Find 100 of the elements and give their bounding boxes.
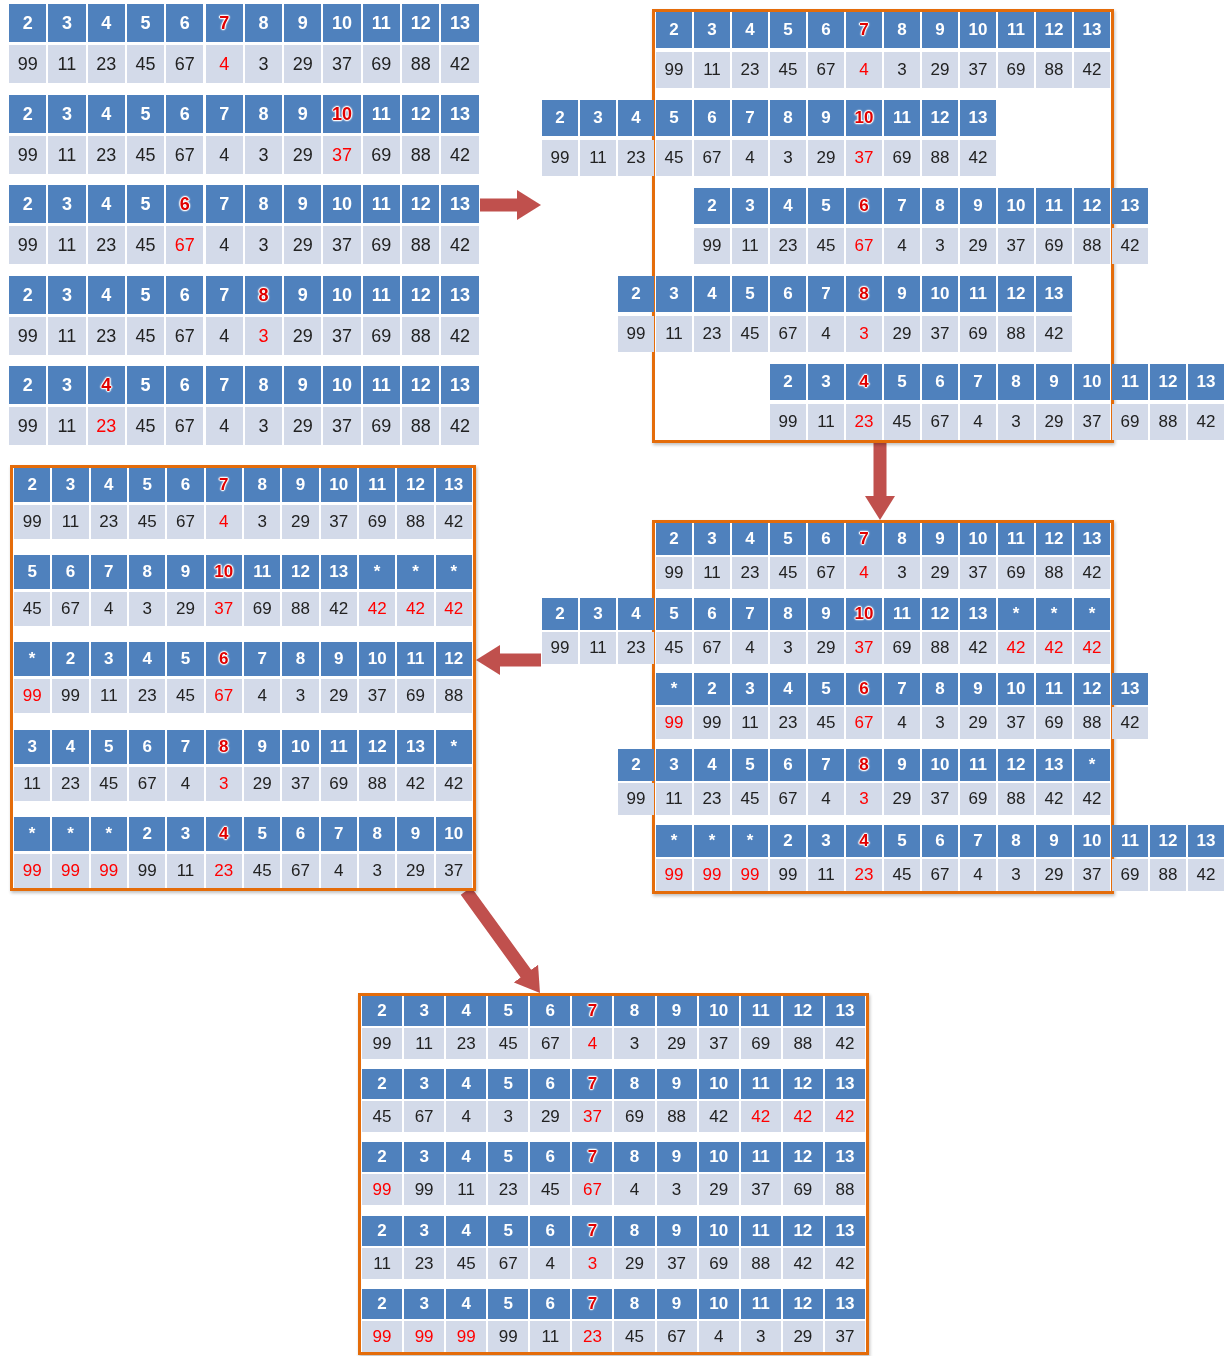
table-header-cell: 13 bbox=[1112, 673, 1148, 705]
table-value-cell: 99 bbox=[14, 505, 51, 539]
table-header-cell: 8 bbox=[358, 817, 396, 851]
table-value-cell: 69 bbox=[884, 632, 920, 664]
table-header-cell: * bbox=[1074, 598, 1110, 630]
table-value-cell: 88 bbox=[358, 767, 396, 801]
table-value-cell: 23 bbox=[732, 557, 768, 589]
table-value-cell: 3 bbox=[846, 316, 882, 352]
table-value-cell: 99 bbox=[656, 859, 692, 891]
table-value-cell: 69 bbox=[362, 226, 400, 264]
table-value-cell: 37 bbox=[740, 1174, 781, 1205]
table-header-cell: 8 bbox=[614, 1216, 655, 1246]
table-value-cell: 23 bbox=[446, 1028, 487, 1059]
table-header-cell: 7 bbox=[572, 1289, 613, 1319]
table-header-cell: 10 bbox=[922, 749, 958, 781]
table-header-cell: 3 bbox=[48, 4, 86, 42]
table-value-cell: 11 bbox=[48, 407, 86, 445]
table-value-cell: 3 bbox=[205, 767, 242, 801]
table-header-cell: 11 bbox=[362, 4, 400, 42]
table-header-cell: 12 bbox=[397, 468, 434, 502]
table-header-cell: 2 bbox=[694, 188, 730, 224]
table-header-cell: 2 bbox=[14, 468, 51, 502]
table-header-cell: 8 bbox=[244, 95, 283, 133]
table-header-cell: 2 bbox=[9, 95, 47, 133]
table-header-cell: 11 bbox=[960, 276, 996, 312]
table-value-cell: 69 bbox=[782, 1174, 823, 1205]
table-header-cell: 12 bbox=[782, 996, 823, 1026]
table-value-cell: 99 bbox=[362, 1321, 403, 1352]
table-header-cell: 5 bbox=[884, 364, 920, 400]
table-header-cell: 3 bbox=[52, 468, 89, 502]
table-value-cell: 23 bbox=[404, 1248, 445, 1279]
table-header-cell: * bbox=[435, 730, 472, 764]
table-value-cell: 37 bbox=[1074, 859, 1110, 891]
table-header-cell: 8 bbox=[244, 185, 283, 223]
table-value-cell: 11 bbox=[167, 854, 204, 888]
table-header-cell: 4 bbox=[446, 996, 487, 1026]
table-header-cell: 10 bbox=[960, 523, 996, 555]
block-arrow bbox=[865, 443, 895, 520]
table-value-cell: 88 bbox=[998, 783, 1034, 815]
table-value-cell: 45 bbox=[362, 1101, 403, 1132]
table-header-cell: 13 bbox=[1112, 188, 1148, 224]
table-value-cell: 11 bbox=[808, 404, 844, 440]
table-value-cell: 23 bbox=[732, 52, 768, 88]
table-header-cell: 12 bbox=[402, 185, 440, 223]
table-header-cell: 13 bbox=[397, 730, 434, 764]
table-header-cell: 13 bbox=[1188, 364, 1224, 400]
table-value-cell: 67 bbox=[530, 1028, 571, 1059]
table-value-cell: 23 bbox=[618, 632, 654, 664]
table-value-cell: 42 bbox=[1036, 632, 1072, 664]
table-value-cell: 37 bbox=[205, 592, 242, 626]
table-value-cell: 4 bbox=[732, 632, 768, 664]
table-value-cell: 37 bbox=[998, 228, 1034, 264]
table-value-cell: 42 bbox=[435, 505, 472, 539]
table-value-cell: 37 bbox=[323, 407, 361, 445]
table-value-cell: 37 bbox=[922, 316, 958, 352]
table-header-cell: 8 bbox=[129, 555, 166, 589]
table-header-cell: 13 bbox=[824, 1142, 865, 1172]
table-value-cell: 37 bbox=[698, 1028, 739, 1059]
table-header-cell: 2 bbox=[362, 1289, 403, 1319]
table-header-cell: 10 bbox=[323, 185, 361, 223]
table-header-cell: 12 bbox=[1074, 673, 1110, 705]
table-header-cell: 2 bbox=[770, 364, 806, 400]
table-header-cell: 12 bbox=[782, 1289, 823, 1319]
table-value-cell: 69 bbox=[362, 317, 400, 355]
table-header-cell: * bbox=[14, 642, 51, 676]
table-header-cell: 5 bbox=[488, 1216, 529, 1246]
table-value-cell: 42 bbox=[397, 767, 434, 801]
table-value-cell: 69 bbox=[960, 316, 996, 352]
table-header-cell: * bbox=[998, 598, 1034, 630]
table-header-cell: 3 bbox=[694, 12, 730, 48]
table-value-cell: 67 bbox=[922, 404, 958, 440]
table-value-cell: 99 bbox=[770, 859, 806, 891]
table-value-cell: 42 bbox=[1112, 707, 1148, 739]
table-header-cell: 13 bbox=[441, 4, 479, 42]
table-value-cell: 69 bbox=[1036, 707, 1072, 739]
table-value-cell: 3 bbox=[998, 404, 1034, 440]
table-value-cell: 45 bbox=[808, 228, 844, 264]
table-header-cell: * bbox=[732, 825, 768, 857]
table-value-cell: 45 bbox=[656, 632, 692, 664]
table-header-cell: 5 bbox=[488, 1069, 529, 1099]
table-header-cell: 8 bbox=[922, 188, 958, 224]
table-header-cell: 10 bbox=[1074, 364, 1110, 400]
table-value-cell: 23 bbox=[52, 767, 89, 801]
table-value-cell: 99 bbox=[446, 1321, 487, 1352]
table-value-cell: 69 bbox=[1036, 228, 1072, 264]
table-header-cell: 9 bbox=[656, 1289, 697, 1319]
table-header-cell: 10 bbox=[282, 730, 319, 764]
table-value-cell: 42 bbox=[441, 226, 479, 264]
table-value-cell: 29 bbox=[167, 592, 204, 626]
table-header-cell: 6 bbox=[530, 1142, 571, 1172]
table-value-cell: 67 bbox=[846, 228, 882, 264]
table-header-cell: 2 bbox=[9, 4, 47, 42]
table-header-cell: 5 bbox=[126, 185, 165, 223]
table-header-cell: 10 bbox=[698, 1069, 739, 1099]
table-header-cell: 12 bbox=[1150, 825, 1186, 857]
table-header-cell: 9 bbox=[656, 1142, 697, 1172]
table-header-cell: 10 bbox=[698, 1142, 739, 1172]
table-value-cell: 69 bbox=[1112, 404, 1148, 440]
table-value-cell: 99 bbox=[14, 679, 51, 713]
table-header-cell: 12 bbox=[282, 555, 319, 589]
